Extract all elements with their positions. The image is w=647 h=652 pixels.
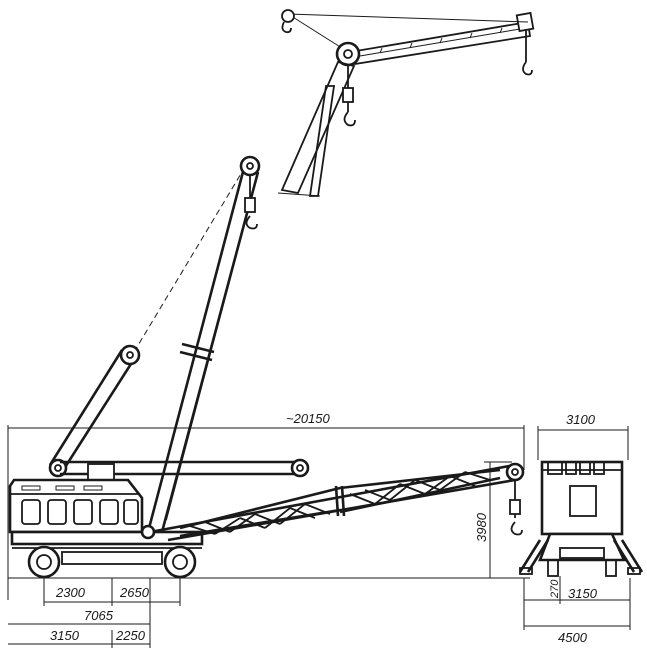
dim-overall-length: 7065 [84, 608, 114, 623]
horizontal-boom [140, 462, 525, 542]
raised-boom [133, 155, 261, 533]
rear-view [518, 460, 644, 577]
dim-overhang-right: 2250 [115, 628, 146, 643]
a-frame-strut [48, 344, 141, 478]
dim-overhang-left: 3150 [50, 628, 80, 643]
dim-track-inner: 3150 [568, 586, 598, 601]
dim-boom-reach: ~20150 [286, 411, 331, 426]
carrier [8, 458, 310, 579]
dim-wheelbase-front: 2300 [55, 585, 86, 600]
dimension-lines [7, 425, 631, 648]
dim-height: 3980 [474, 512, 489, 542]
dim-track-outer: 4500 [558, 630, 588, 645]
dim-wheelbase-rear: 2650 [119, 585, 150, 600]
dim-rear-clearance: 270 [549, 579, 561, 599]
jib-inset [277, 9, 535, 197]
dim-top-width: 3100 [566, 412, 596, 427]
